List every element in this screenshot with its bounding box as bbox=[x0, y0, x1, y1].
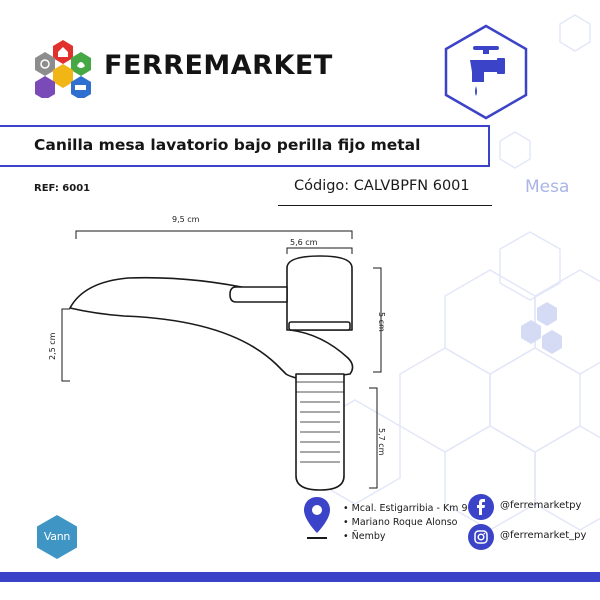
facebook-glyph-icon bbox=[477, 499, 485, 515]
dimension-body-label: 5,6 cm bbox=[290, 238, 318, 247]
vann-logo-text: Vann bbox=[43, 530, 71, 543]
vann-logo-badge bbox=[37, 515, 77, 559]
instagram-glyph-icon bbox=[474, 530, 488, 544]
product-code: Código: CALVBPFN 6001 bbox=[294, 178, 470, 194]
brand-name: FERREMARKET bbox=[104, 50, 333, 81]
category-label: Mesa bbox=[525, 177, 570, 197]
dimension-shank-label: 5,7 cm bbox=[377, 428, 386, 456]
dimension-width-label: 9,5 cm bbox=[172, 215, 200, 224]
footer-white-bar bbox=[0, 582, 600, 600]
reference-number: REF: 6001 bbox=[34, 183, 91, 194]
code-underline bbox=[278, 205, 492, 206]
facebook-handle[interactable]: @ferremarketpy bbox=[500, 500, 582, 511]
facebook-icon[interactable] bbox=[468, 494, 494, 520]
instagram-icon[interactable] bbox=[468, 524, 494, 550]
title-band bbox=[0, 125, 490, 167]
dimension-height-label: 5 cm bbox=[377, 312, 386, 332]
instagram-handle[interactable]: @ferremarket_py bbox=[500, 530, 587, 541]
address-line-3: • Ñemby bbox=[343, 531, 386, 542]
ferremarket-logo-icon bbox=[35, 40, 91, 98]
address-line-2: • Mariano Roque Alonso bbox=[343, 517, 458, 528]
product-title: Canilla mesa lavatorio bajo perilla fijo… bbox=[34, 136, 421, 154]
dimension-spout-label: 2,5 cm bbox=[48, 332, 57, 360]
location-pin-icon bbox=[304, 497, 330, 539]
faucet-icon bbox=[444, 24, 528, 120]
footer-accent-bar bbox=[0, 572, 600, 582]
address-line-1: • Mcal. Estigarribia - Km 9 bbox=[343, 503, 468, 514]
